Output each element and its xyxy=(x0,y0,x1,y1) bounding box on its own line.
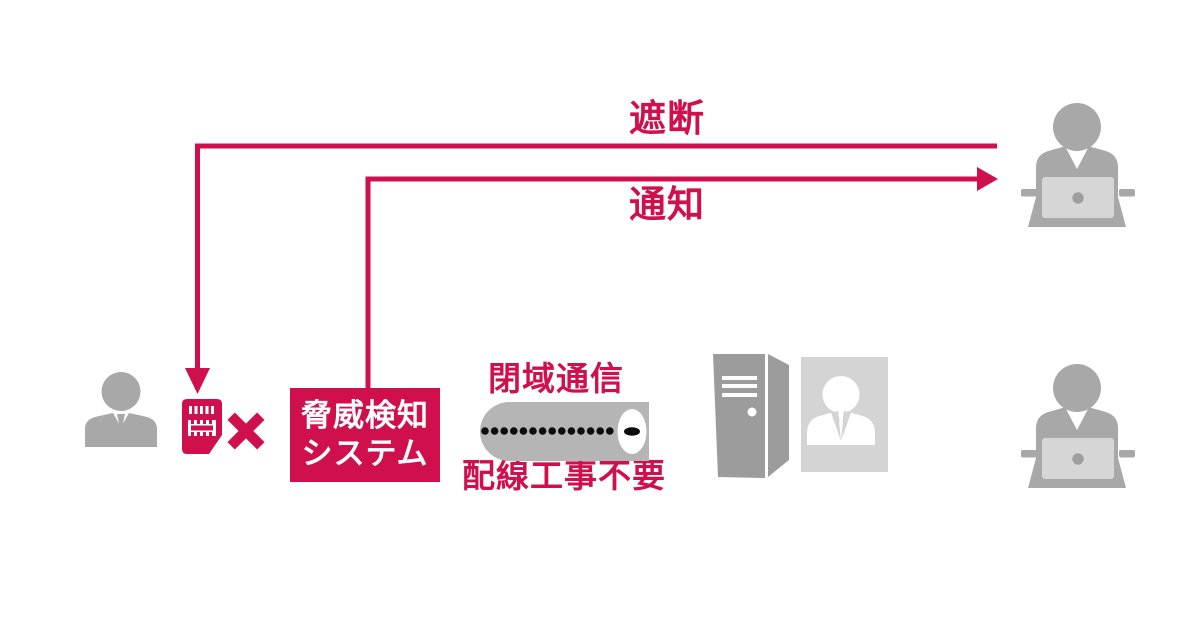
admin-portrait-card-icon xyxy=(801,357,888,472)
no-wiring-label: 配線工事不要 xyxy=(462,456,666,495)
closed-network-label: 閉域通信 xyxy=(488,359,624,398)
person-at-laptop-icon xyxy=(1021,364,1135,488)
person-at-laptop-icon xyxy=(1021,103,1135,227)
block-label: 遮断 xyxy=(629,97,705,140)
notify-arrowhead-right-icon xyxy=(977,167,998,191)
threat-detection-box: 脅威検知 システム xyxy=(290,388,440,482)
server-tower-icon xyxy=(713,354,789,478)
threat-box-line1: 脅威検知 xyxy=(301,398,429,434)
x-mark-icon xyxy=(227,412,265,450)
business-person-icon xyxy=(85,372,157,447)
block-arrowhead-down-icon xyxy=(185,368,210,394)
sim-card-icon xyxy=(182,399,222,454)
threat-box-line2: システム xyxy=(301,436,429,472)
block-arrow-line xyxy=(195,143,997,369)
closed-network-pipe-icon xyxy=(480,402,649,461)
notify-label: 通知 xyxy=(629,183,705,226)
